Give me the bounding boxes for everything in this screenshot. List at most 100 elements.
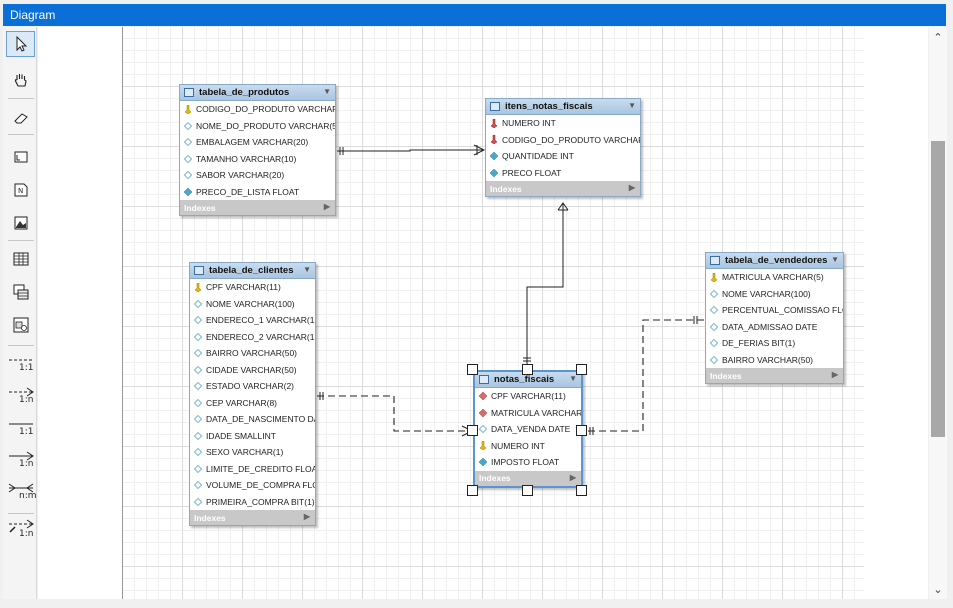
resize-handle-bottom-left[interactable] bbox=[467, 485, 478, 496]
expand-indexes-icon[interactable]: ▶ bbox=[831, 370, 838, 379]
table-notas-fiscais[interactable]: notas_fiscais▼ CPF VARCHAR(11)MATRICULA … bbox=[473, 370, 583, 488]
table-tabela-de-clientes[interactable]: tabela_de_clientes▼ CPF VARCHAR(11)NOME … bbox=[189, 262, 316, 526]
column-row[interactable]: CODIGO_DO_PRODUTO VARCHAR(10) bbox=[180, 101, 335, 118]
column-row[interactable]: PRECO_DE_LISTA FLOAT bbox=[180, 184, 335, 201]
table-header[interactable]: notas_fiscais▼ bbox=[475, 372, 581, 388]
indexes-label: Indexes bbox=[490, 183, 522, 194]
table-tabela-de-vendedores[interactable]: tabela_de_vendedores▼ MATRICULA VARCHAR(… bbox=[705, 252, 844, 384]
column-row[interactable]: BAIRRO VARCHAR(50) bbox=[190, 345, 315, 362]
column-text: IDADE SMALLINT bbox=[206, 430, 276, 441]
column-row[interactable]: ESTADO VARCHAR(2) bbox=[190, 378, 315, 395]
column-row[interactable]: DATA_DE_NASCIMENTO DATE bbox=[190, 411, 315, 428]
resize-handle-right[interactable] bbox=[576, 425, 587, 436]
scroll-up-arrow-icon[interactable]: ⌃ bbox=[933, 32, 943, 44]
column-row[interactable]: PRECO FLOAT bbox=[486, 165, 640, 182]
column-row[interactable]: CEP VARCHAR(8) bbox=[190, 395, 315, 412]
indexes-label: Indexes bbox=[710, 370, 742, 381]
table-tool-button[interactable] bbox=[6, 246, 35, 272]
table-header[interactable]: itens_notas_fiscais▼ bbox=[486, 99, 640, 115]
rel-1-n-existing-columns-button[interactable] bbox=[6, 517, 35, 545]
expand-indexes-icon[interactable]: ▶ bbox=[323, 202, 330, 211]
collapse-arrow-icon[interactable]: ▼ bbox=[323, 87, 331, 96]
collapse-arrow-icon[interactable]: ▼ bbox=[628, 101, 636, 110]
column-row[interactable]: ENDERECO_2 VARCHAR(150) bbox=[190, 329, 315, 346]
scroll-down-arrow-icon[interactable]: ⌄ bbox=[933, 584, 943, 596]
rel-1-1-identifying-button[interactable] bbox=[6, 417, 35, 445]
table-header[interactable]: tabela_de_produtos▼ bbox=[180, 85, 335, 101]
rel-1-1-non-identifying-button[interactable] bbox=[6, 353, 35, 381]
column-row[interactable]: DATA_VENDA DATE bbox=[475, 421, 581, 438]
expand-indexes-icon[interactable]: ▶ bbox=[569, 472, 576, 482]
view-tool-button[interactable] bbox=[6, 279, 35, 305]
column-row[interactable]: PERCENTUAL_COMISSAO FLOAT bbox=[706, 302, 843, 319]
column-row[interactable]: CPF VARCHAR(11) bbox=[475, 388, 581, 405]
column-text: MATRICULA VARCHAR(5) bbox=[722, 272, 824, 283]
pointer-tool-button[interactable] bbox=[6, 31, 35, 57]
hand-icon bbox=[14, 74, 27, 87]
column-row[interactable]: MATRICULA VARCHAR(5) bbox=[475, 405, 581, 422]
column-row[interactable]: NUMERO INT bbox=[475, 438, 581, 455]
column-text: ENDERECO_1 VARCHAR(150) bbox=[206, 315, 315, 326]
column-row[interactable]: BAIRRO VARCHAR(50) bbox=[706, 352, 843, 369]
eraser-tool-button[interactable] bbox=[6, 105, 35, 131]
column-row[interactable]: QUANTIDADE INT bbox=[486, 148, 640, 165]
table-tabela-de-produtos[interactable]: tabela_de_produtos▼ CODIGO_DO_PRODUTO VA… bbox=[179, 84, 336, 216]
indexes-section[interactable]: Indexes▶ bbox=[180, 200, 335, 215]
column-row[interactable]: DATA_ADMISSAO DATE bbox=[706, 319, 843, 336]
column-row[interactable]: NOME_DO_PRODUTO VARCHAR(50) bbox=[180, 118, 335, 135]
column-row[interactable]: SABOR VARCHAR(20) bbox=[180, 167, 335, 184]
layer-tool-button[interactable] bbox=[6, 144, 35, 170]
indexes-section[interactable]: Indexes▶ bbox=[475, 470, 581, 486]
column-row[interactable]: ENDERECO_1 VARCHAR(150) bbox=[190, 312, 315, 329]
vertical-scrollbar[interactable]: ⌃ ⌄ bbox=[929, 27, 947, 599]
column-text: ESTADO VARCHAR(2) bbox=[206, 381, 295, 392]
column-row[interactable]: VOLUME_DE_COMPRA FLOAT bbox=[190, 477, 315, 494]
resize-handle-top-right[interactable] bbox=[576, 364, 587, 375]
table-header[interactable]: tabela_de_clientes▼ bbox=[190, 263, 315, 279]
expand-indexes-icon[interactable]: ▶ bbox=[303, 512, 310, 521]
rel-n-m-identifying-button[interactable] bbox=[6, 481, 35, 509]
expand-indexes-icon[interactable]: ▶ bbox=[628, 183, 635, 192]
column-row[interactable]: IMPOSTO FLOAT bbox=[475, 454, 581, 471]
rel-1-n-non-identifying-button[interactable] bbox=[6, 385, 35, 413]
note-tool-button[interactable]: N bbox=[6, 177, 35, 203]
column-text: TAMANHO VARCHAR(10) bbox=[196, 153, 297, 164]
scrollbar-thumb[interactable] bbox=[931, 141, 945, 437]
column-row[interactable]: MATRICULA VARCHAR(5) bbox=[706, 269, 843, 286]
column-row[interactable]: EMBALAGEM VARCHAR(20) bbox=[180, 134, 335, 151]
column-icon bbox=[194, 464, 202, 473]
image-tool-button[interactable] bbox=[6, 210, 35, 236]
rel-1-n-identifying-button[interactable] bbox=[6, 449, 35, 477]
foreign-key-icon bbox=[479, 408, 487, 417]
column-row[interactable]: LIMITE_DE_CREDITO FLOAT bbox=[190, 461, 315, 478]
column-icon bbox=[194, 481, 202, 490]
collapse-arrow-icon[interactable]: ▼ bbox=[831, 255, 839, 264]
column-row[interactable]: NUMERO INT bbox=[486, 115, 640, 132]
column-row[interactable]: PRIMEIRA_COMPRA BIT(1) bbox=[190, 494, 315, 511]
indexes-section[interactable]: Indexes▶ bbox=[190, 510, 315, 525]
resize-handle-top[interactable] bbox=[522, 364, 533, 375]
column-row[interactable]: NOME VARCHAR(100) bbox=[190, 296, 315, 313]
column-row[interactable]: CIDADE VARCHAR(50) bbox=[190, 362, 315, 379]
column-row[interactable]: TAMANHO VARCHAR(10) bbox=[180, 151, 335, 168]
column-row[interactable]: IDADE SMALLINT bbox=[190, 428, 315, 445]
resize-handle-bottom[interactable] bbox=[522, 485, 533, 496]
table-header[interactable]: tabela_de_vendedores▼ bbox=[706, 253, 843, 269]
collapse-arrow-icon[interactable]: ▼ bbox=[569, 374, 577, 383]
pointer-icon bbox=[16, 35, 27, 52]
routine-group-tool-button[interactable] bbox=[6, 312, 35, 338]
resize-handle-bottom-right[interactable] bbox=[576, 485, 587, 496]
hand-tool-button[interactable] bbox=[6, 67, 35, 93]
resize-handle-left[interactable] bbox=[467, 425, 478, 436]
column-row[interactable]: CPF VARCHAR(11) bbox=[190, 279, 315, 296]
column-row[interactable]: DE_FERIAS BIT(1) bbox=[706, 335, 843, 352]
column-row[interactable]: CODIGO_DO_PRODUTO VARCHAR(10) bbox=[486, 132, 640, 149]
collapse-arrow-icon[interactable]: ▼ bbox=[303, 265, 311, 274]
indexes-section[interactable]: Indexes ▶ bbox=[486, 181, 640, 196]
column-icon bbox=[194, 316, 202, 325]
column-row[interactable]: NOME VARCHAR(100) bbox=[706, 286, 843, 303]
indexes-section[interactable]: Indexes ▶ bbox=[706, 368, 843, 383]
column-row[interactable]: SEXO VARCHAR(1) bbox=[190, 444, 315, 461]
resize-handle-top-left[interactable] bbox=[467, 364, 478, 375]
